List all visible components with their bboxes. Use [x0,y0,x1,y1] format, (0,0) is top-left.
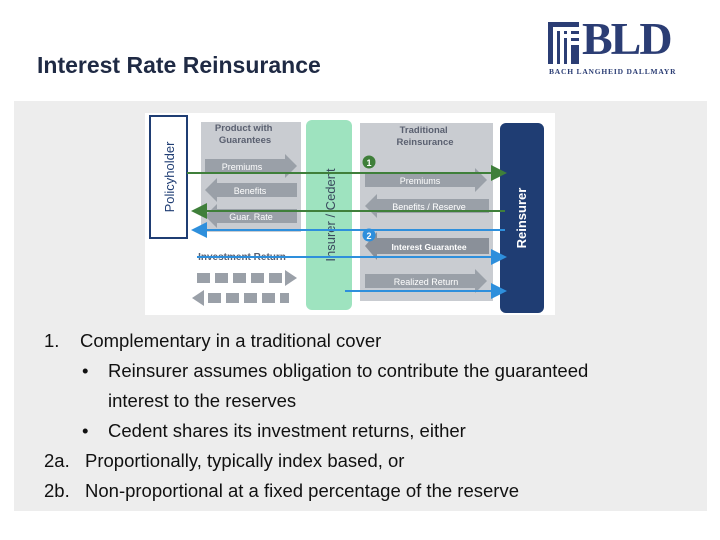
marker-1-icon: 1 [362,155,376,169]
svg-text:1: 1 [366,158,371,168]
point-2b: 2b. Non-proportional at a fixed percenta… [44,476,519,507]
investment-return-arrow [192,290,289,306]
bld-logo: BLD BACH LANGHEID DALLMAYR [548,16,696,78]
green-flow-line [187,165,507,219]
logo-subtitle: BACH LANGHEID DALLMAYR [549,67,677,76]
sub-point-1: • Reinsurer assumes obligation to contri… [82,356,588,387]
point-2a: 2a. Proportionally, typically index base… [44,446,404,477]
investment-return-arrow-top [197,270,297,286]
premiums-right-label: Premiums [400,176,441,186]
sub-point-2-text: Cedent shares its investment returns, ei… [108,420,466,441]
sub-point-2: • Cedent shares its investment returns, … [82,416,466,447]
premiums-left-label: Premiums [222,162,263,172]
blue-flow-line [191,222,507,299]
arrow-realized-return: Realized Return [365,269,487,293]
point-2b-text: Non-proportional at a fixed percentage o… [85,480,519,501]
logo-mark-icon [548,22,579,64]
sub-point-1-bullet: • [82,360,89,381]
point-2a-number: 2a. [44,450,70,471]
realized-return-label: Realized Return [394,277,459,287]
benefits-left-label: Benefits [234,186,267,196]
reinsurer-label: Reinsurer [514,188,529,249]
point-1: 1. Complementary in a traditional cover [44,326,381,357]
product-box-line-1: Product with [215,123,273,134]
benefits-reserve-label: Benefits / Reserve [392,202,466,212]
sub-point-1-line-1: Reinsurer assumes obligation to contribu… [108,360,589,381]
sub-point-1-continued: interest to the reserves [108,386,296,417]
product-box-label: Product with Guarantees [215,123,275,146]
traditional-box-label: Traditional Reinsurance [396,125,453,148]
product-box-line-2: Guarantees [219,135,271,146]
interest-guarantee-label: Interest Guarantee [391,242,466,252]
insurer-cedent-bar: Insurer / Cedent [306,120,352,310]
point-2a-text: Proportionally, typically index based, o… [85,450,405,471]
traditional-box-line-1: Traditional [400,125,448,136]
sub-point-2-bullet: • [82,420,89,441]
point-1-number: 1. [44,330,60,351]
policyholder-label: Policyholder [162,141,177,212]
reinsurer-bar: Reinsurer [500,123,544,313]
arrow-benefits-left: Benefits [205,178,297,202]
sub-point-1-line-2: interest to the reserves [108,390,297,411]
traditional-box-line-2: Reinsurance [396,137,453,148]
guar-rate-label: Guar. Rate [229,212,273,222]
slide-title: Interest Rate Reinsurance [37,52,321,78]
insurer-cedent-label: Insurer / Cedent [323,168,338,262]
point-2b-number: 2b. [44,480,70,501]
svg-text:2: 2 [366,231,371,241]
policyholder-box: Policyholder [149,115,188,239]
marker-2-icon: 2 [362,228,376,242]
reinsurance-flow-diagram: Policyholder Product with Guarantees Pre… [145,113,555,315]
point-1-text: Complementary in a traditional cover [80,330,382,351]
arrow-interest-guarantee: Interest Guarantee [365,232,489,260]
logo-wordmark: BLD [582,13,673,64]
